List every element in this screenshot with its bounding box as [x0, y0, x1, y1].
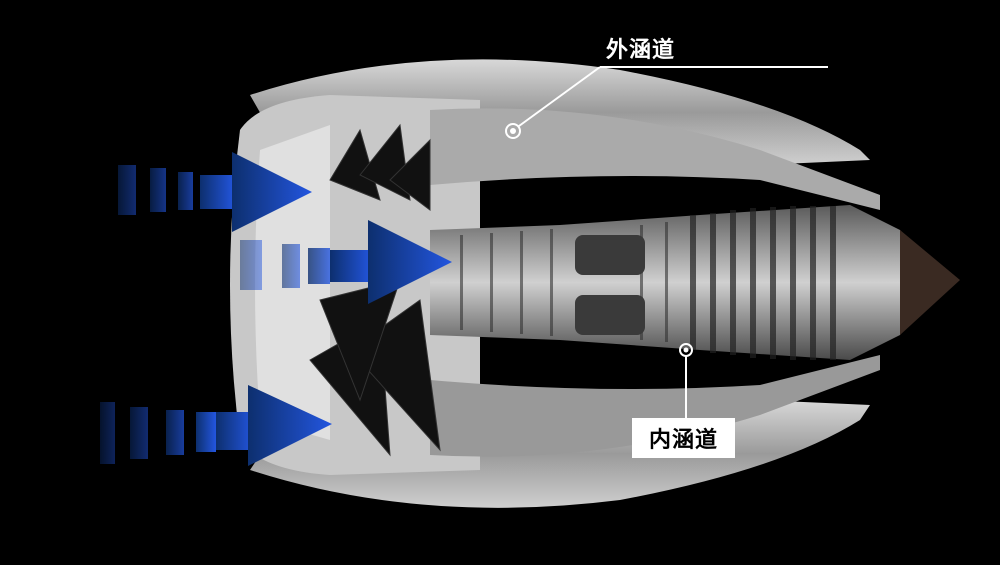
airflow-arrow-middle: [240, 220, 452, 304]
core-marker: [679, 343, 693, 357]
bypass-duct-label: 外涵道: [606, 38, 676, 63]
airflow-arrow-upper: [118, 152, 312, 232]
airflow-arrows: [100, 152, 452, 466]
fan-blades: [309, 123, 441, 457]
core-engine: [430, 205, 940, 360]
airflow-arrow-lower: [100, 385, 332, 466]
core-duct-label: 内涵道: [632, 418, 735, 458]
bypass-marker: [505, 123, 521, 139]
